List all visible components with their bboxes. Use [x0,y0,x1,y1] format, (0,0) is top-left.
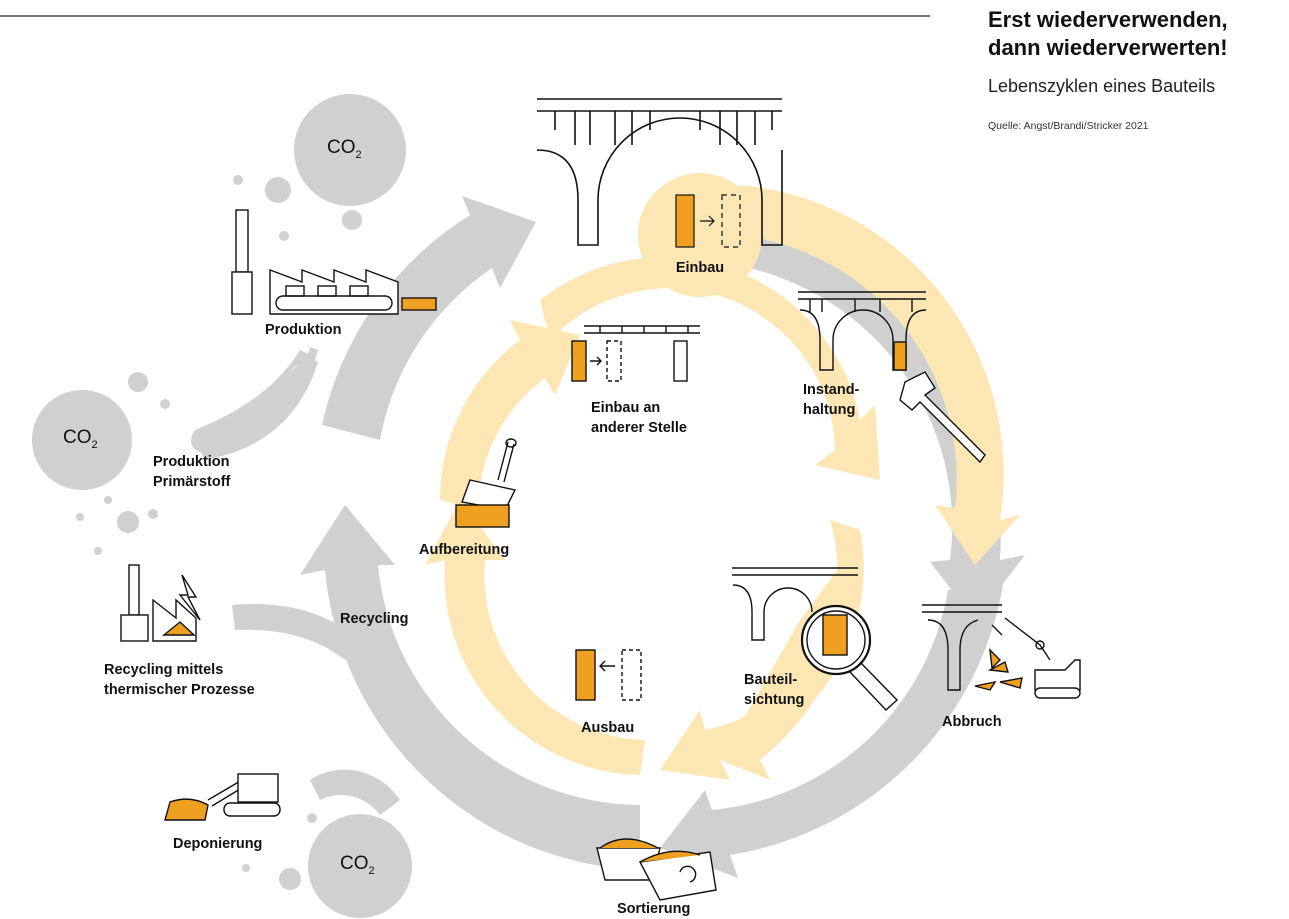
bubble-dot [242,864,250,872]
co2-text: CO [327,137,356,158]
co2-label: CO2 [340,853,375,877]
einbau-icon [675,194,741,248]
flow-primaerstoff-band [195,355,318,460]
bubble-dot [94,547,102,555]
title-line-2: dann wiederverwerten! [988,35,1228,60]
outer-arrow-sortierung [660,585,1003,878]
label-instandhaltung: Instand- haltung [803,382,860,418]
flow-thermisch [232,604,360,660]
bubble-dot [117,511,139,533]
bubble-dot [342,210,362,230]
flow-deponierung [310,769,400,815]
co2-bubble-primaerstoff [32,390,132,490]
co2-text: CO [63,427,92,448]
magnifier-icon [732,567,899,711]
factory-icon [231,209,437,315]
bubble-dot [233,175,243,185]
page-title: Erst wiederverwenden, dann wiederverwert… [988,6,1288,62]
label-bauteilsichtung: Bauteil- sichtung [744,672,805,708]
label-recycling: Recycling [340,611,409,627]
inner-arrow-outer-lower [720,540,861,780]
co2-subscript: 2 [355,148,362,161]
ausbau-icon [575,649,642,701]
instandhaltung-icon [798,291,986,464]
bubble-dot [279,868,301,890]
subtitle: Lebenszyklen eines Bauteils [988,76,1216,96]
outer-arrow-produktion [322,196,536,440]
bubble-dot [160,399,170,409]
bubble-dot [104,496,112,504]
label-recycling-thermisch: Recycling mittels thermischer Prozesse [104,662,255,698]
co2-bubble-produktion [294,94,406,206]
inner-arrow-right-outer [735,185,1020,565]
label-ausbau: Ausbau [581,720,635,736]
bubble-dot [279,231,289,241]
inner-arrow-bottom [425,500,645,775]
label-einbau: Einbau [675,260,725,276]
label-abbruch: Abbruch [942,714,1002,730]
bulldozer-icon [164,773,281,821]
bridge-icon [536,98,783,246]
inner-cycle-ring [425,173,1020,780]
label-produktion-primaerstoff: Produktion Primärstoff [153,454,231,490]
co2-text: CO [340,853,369,874]
bubble-dot [128,372,148,392]
source-note: Quelle: Angst/Brandi/Stricker 2021 [988,120,1149,132]
inner-arrow-left [440,320,580,510]
co2-subscript: 2 [91,438,98,451]
label-aufbereitung: Aufbereitung [419,542,510,558]
thermal-recycling-icon [120,564,201,642]
label-einbau-andere-stelle: Einbau an anderer Stelle [591,400,687,436]
bubble-dot [76,513,84,521]
bubble-dot [307,813,317,823]
inner-arrow-top [540,257,880,480]
side-flows [191,345,400,815]
co2-label: CO2 [327,137,362,161]
demolition-icon [922,604,1081,699]
label-sortierung: Sortierung [617,901,691,917]
title-line-1: Erst wiederverwenden, [988,7,1228,32]
einbau-andere-stelle-icon [571,325,700,382]
label-produktion: Produktion [265,322,342,338]
outer-arrow-recycling [300,505,640,870]
bubble-dot [148,509,158,519]
co2-bubble-deponierung [308,814,412,918]
label-deponierung: Deponierung [173,836,263,852]
co2-subscript: 2 [368,864,375,877]
co2-label: CO2 [63,427,98,451]
flow-primaerstoff [191,345,318,452]
sorting-icon [596,838,717,901]
brush-icon [455,438,517,528]
co2-bubbles [32,94,412,918]
bubble-dot [265,177,291,203]
